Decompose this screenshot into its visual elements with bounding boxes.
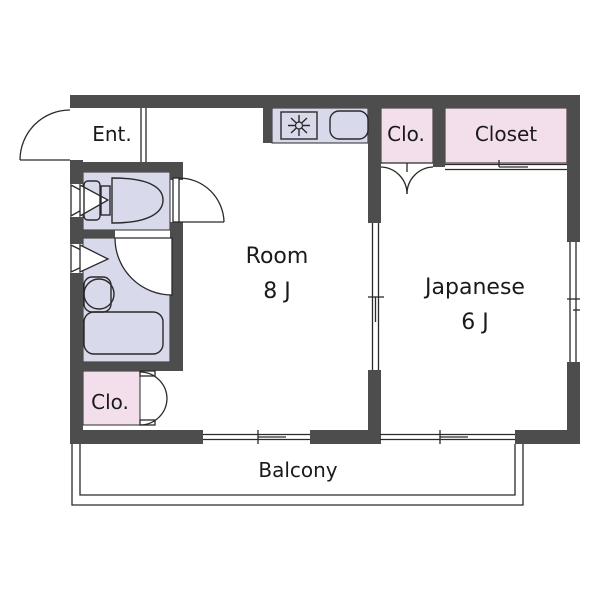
room-partition-sliding-door-icon [368,223,384,370]
balcony-outline [71,444,524,506]
closet-small-bottom-area [82,370,141,426]
wall-toilet-right-top [170,172,183,180]
wall-bottom-seg1 [70,430,203,444]
balcony-label: Balcony [258,458,337,482]
closet-bottom-doors-icon [139,370,168,426]
japanese-room-label: Japanese [423,275,525,300]
main-room-label: Room [246,244,309,269]
walls [70,95,580,444]
closet-small-top-label: Clo. [387,122,425,146]
closet-top-doors-icon [380,162,434,195]
wall-right-seg1 [567,95,580,242]
kitchen-counter [271,107,369,144]
wall-left-seg3 [70,273,83,444]
balcony-window-left-icon [203,430,310,444]
toilet-window-icon [70,183,110,218]
closet-large-area [444,107,568,164]
wall-bottom-seg3 [515,430,580,444]
wall-bottom-seg2 [310,430,380,444]
stove-icon [280,111,318,140]
entrance-door-arc [19,109,71,161]
toilet-icon [83,177,164,224]
water-areas [82,107,369,363]
entrance-label: Ent. [92,122,132,146]
wall-entrance-bottom [70,162,183,172]
wall-middle-top [368,108,381,223]
entrance-door-icon [19,109,71,161]
japanese-room-window-icon [567,242,580,362]
wall-closet-divider [433,108,445,167]
entrance-step-line [140,108,147,162]
wall-toilet-right-bottom [170,222,183,371]
wall-middle-bottom [368,370,381,444]
closet-small-bottom-label: Clo. [91,390,129,414]
main-room-size: 8 J [263,279,290,304]
wall-toilet-bottom [70,230,115,238]
wall-kitchen-stub [263,108,272,143]
washroom-door-icon [114,237,173,296]
kitchen-sink-icon [329,110,369,140]
japanese-room-size: 6 J [461,310,488,335]
toilet-door-icon [172,177,225,223]
balcony-window-right-icon [380,430,515,444]
closet-large-label: Closet [475,122,537,146]
bathtub-icon [83,311,164,355]
closet-sliding-door-icon [445,160,567,171]
wall-right-seg2 [567,362,580,444]
wall-washroom-bottom [70,362,183,371]
wall-top [70,95,580,108]
washroom-window-icon [70,243,110,274]
